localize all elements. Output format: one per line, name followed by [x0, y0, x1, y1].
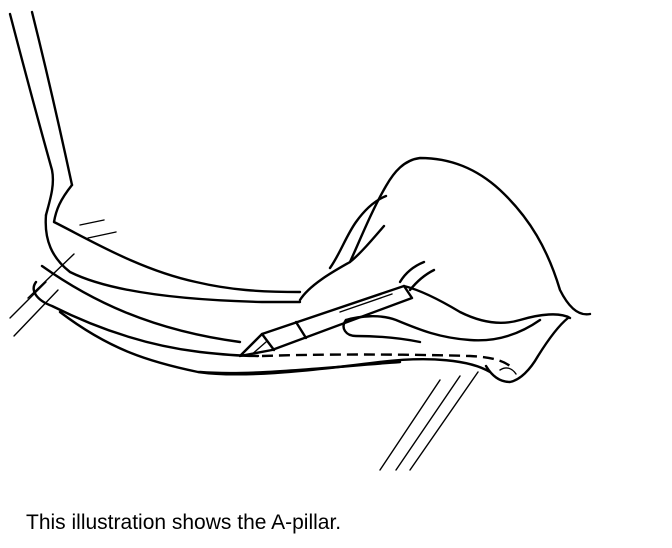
- a-pillar-drawing: [8, 10, 592, 471]
- illustration-caption: This illustration shows the A-pillar.: [26, 511, 342, 534]
- a-pillar-icon: [8, 10, 492, 376]
- utility-knife-icon: [238, 284, 414, 358]
- windshield-icon: [9, 253, 479, 471]
- hand-icon: [298, 156, 592, 384]
- cut-line: [261, 353, 511, 367]
- a-pillar-illustration: [8, 10, 592, 471]
